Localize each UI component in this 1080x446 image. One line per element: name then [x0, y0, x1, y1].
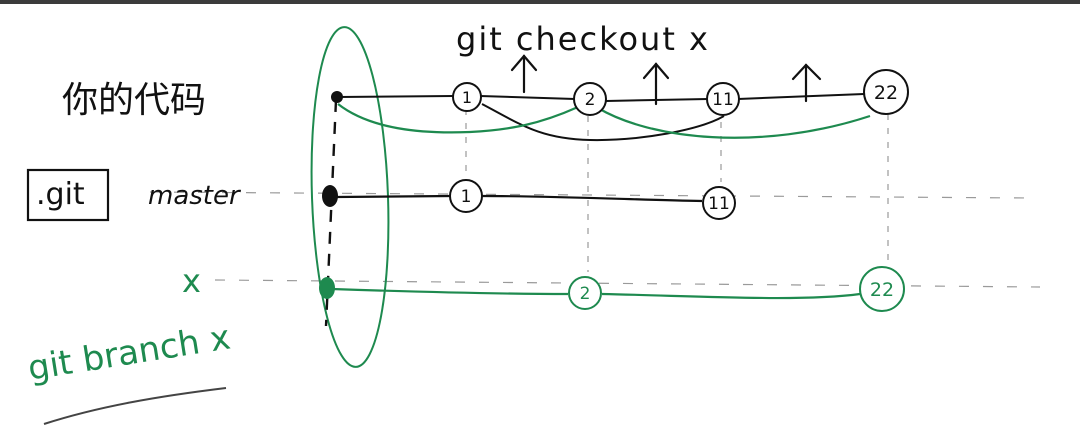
workspace-node: 11	[706, 82, 740, 116]
x-branch-node: 2	[568, 276, 602, 310]
up-arrow-icon	[510, 54, 538, 94]
branch-command-underline	[43, 387, 227, 425]
workspace-node: 22	[863, 69, 909, 115]
master-node: 1	[449, 179, 483, 213]
up-arrows	[510, 54, 822, 106]
svg-text:22: 22	[870, 279, 894, 301]
svg-text:2: 2	[580, 284, 591, 304]
x-branch-node: 22	[859, 266, 905, 312]
workspace-node: 1	[452, 82, 482, 112]
svg-text:1: 1	[461, 187, 472, 207]
workspace-green-lines	[337, 103, 871, 139]
master-node: 11	[702, 186, 736, 220]
guide-x-row	[214, 279, 1041, 288]
svg-text:2: 2	[585, 90, 596, 110]
window-top-bar	[0, 0, 1080, 4]
x-branch-line	[331, 287, 861, 300]
workspace-label: 你的代码	[62, 80, 206, 121]
branch-command-text: git branch x	[25, 317, 233, 388]
master-line	[335, 194, 703, 203]
svg-text:22: 22	[874, 82, 898, 104]
svg-text:1: 1	[462, 88, 472, 107]
guide-lines	[149, 109, 1041, 288]
x-start-dot	[319, 277, 335, 299]
title-text: git checkout x	[456, 20, 710, 58]
whiteboard-canvas: git checkout x 你的代码 .git master x git br…	[25, 20, 1041, 425]
workspace-black-lines	[337, 93, 865, 142]
start-connector	[324, 99, 338, 327]
workspace-start-dot	[331, 91, 343, 103]
master-label: master	[148, 181, 242, 211]
git-dir-label: .git	[36, 177, 85, 212]
up-arrow-icon	[791, 63, 822, 103]
git-dir-box	[26, 168, 110, 222]
up-arrow-icon	[642, 62, 670, 106]
svg-text:11: 11	[712, 90, 734, 110]
workspace-node: 2	[573, 82, 607, 116]
branch-x-label: x	[182, 262, 201, 300]
guide-master-row	[149, 191, 1031, 199]
master-start-dot	[322, 185, 338, 207]
svg-text:11: 11	[708, 194, 730, 214]
